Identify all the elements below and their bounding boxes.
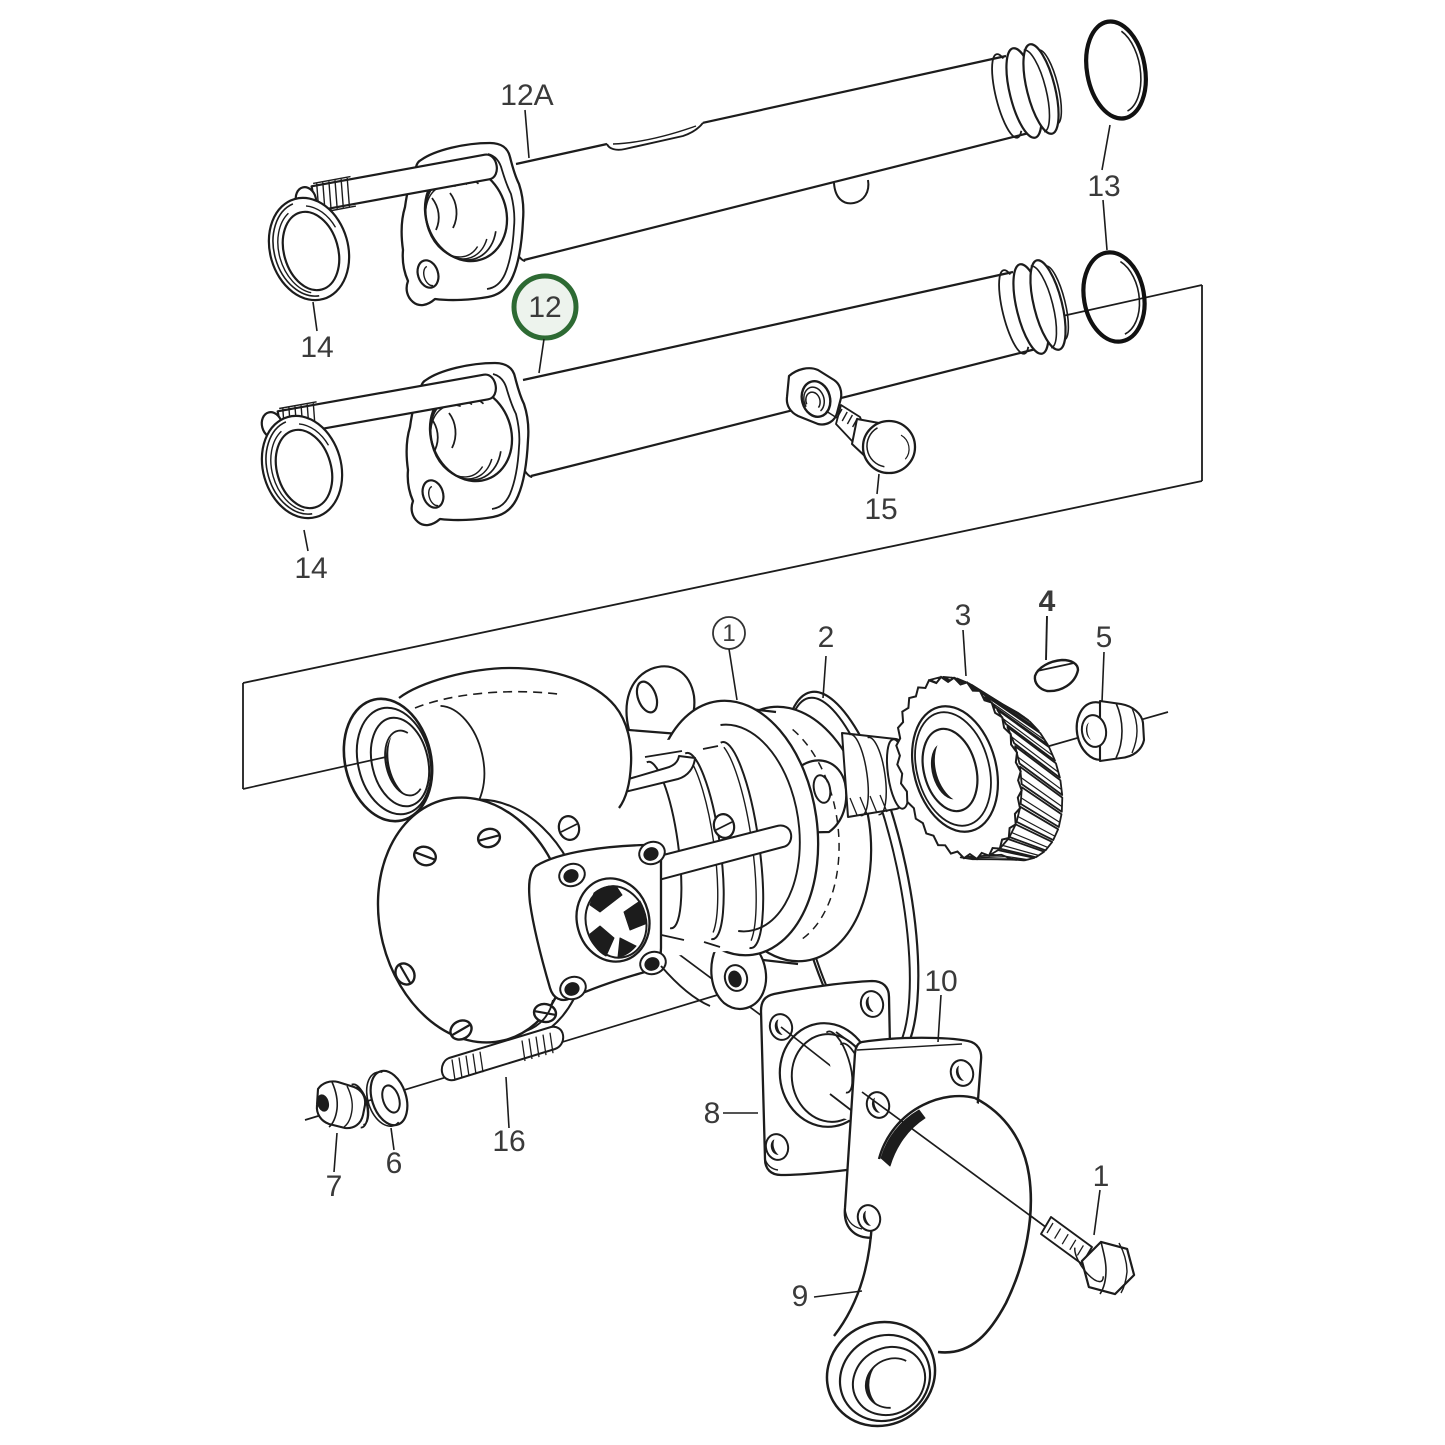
svg-text:15: 15: [864, 493, 897, 526]
svg-text:8: 8: [704, 1097, 721, 1130]
svg-text:16: 16: [492, 1125, 525, 1158]
svg-text:7: 7: [326, 1170, 343, 1203]
svg-text:1: 1: [1093, 1160, 1110, 1193]
svg-text:1: 1: [722, 620, 735, 647]
svg-text:5: 5: [1096, 621, 1113, 654]
svg-text:13: 13: [1087, 170, 1120, 203]
svg-text:6: 6: [386, 1147, 403, 1180]
svg-text:9: 9: [792, 1280, 809, 1313]
svg-text:2: 2: [818, 621, 835, 654]
svg-text:10: 10: [924, 965, 957, 998]
svg-text:12: 12: [528, 291, 561, 324]
svg-text:12A: 12A: [500, 79, 553, 112]
svg-text:4: 4: [1039, 585, 1056, 618]
svg-text:14: 14: [300, 331, 333, 364]
svg-text:3: 3: [955, 599, 972, 632]
svg-text:14: 14: [294, 552, 327, 585]
